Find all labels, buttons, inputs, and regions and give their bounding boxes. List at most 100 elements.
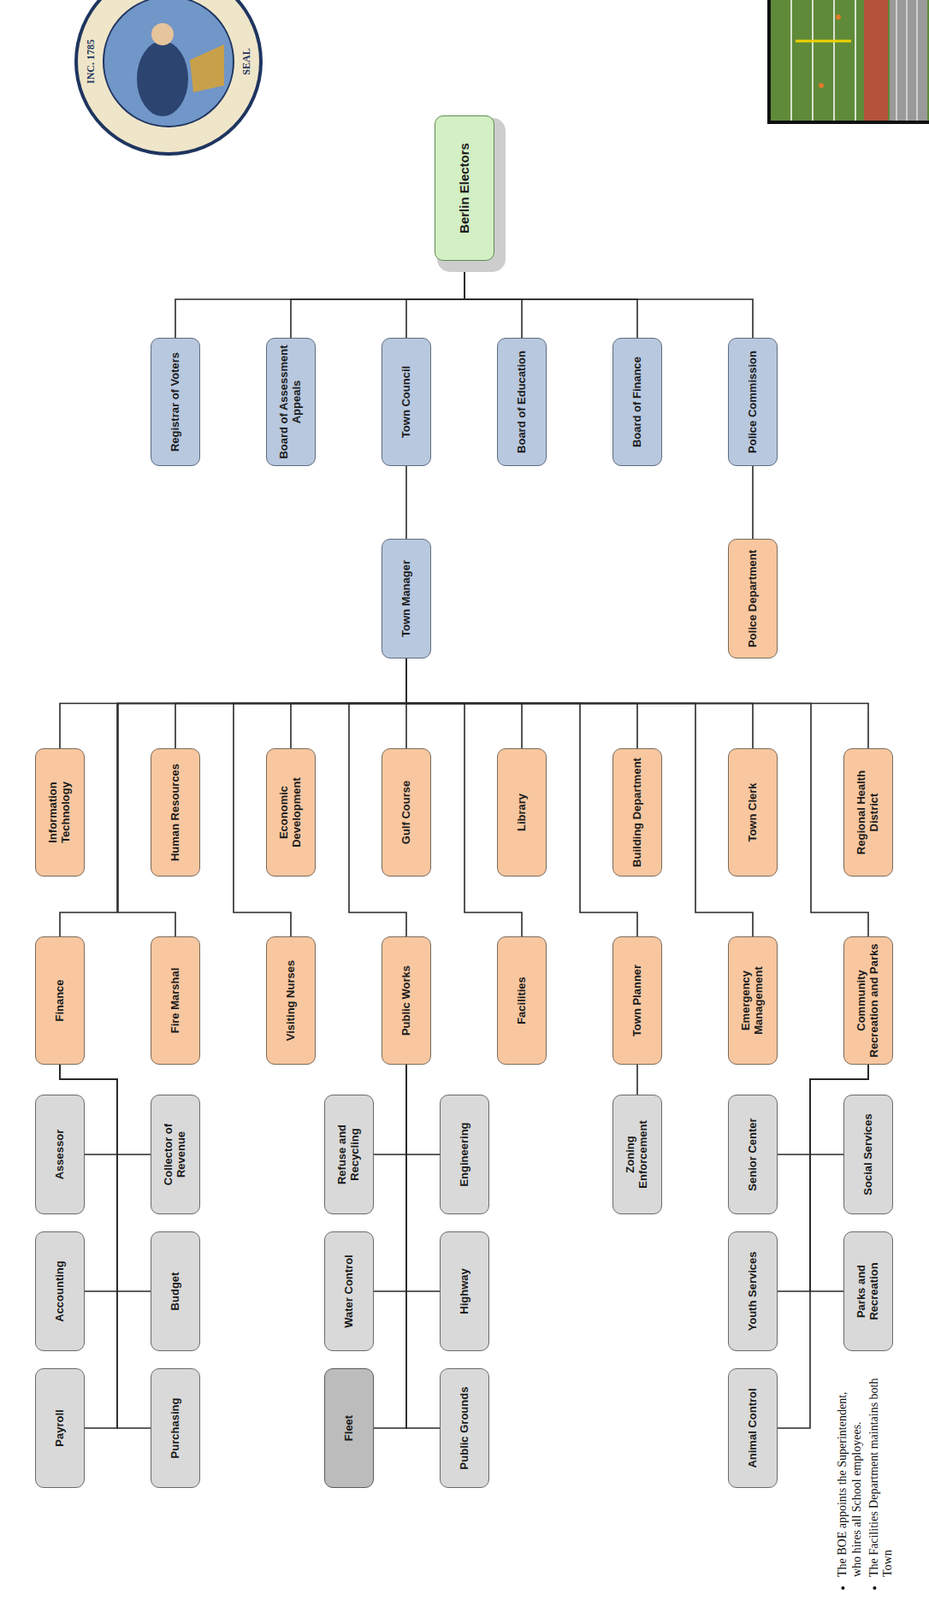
box-label: Emergency Management [739,943,766,1059]
org-connector [290,260,465,338]
org-box: Water Control [324,1231,374,1352]
box-label: Collector of Revenue [162,1101,189,1208]
seal-ring [77,0,260,153]
org-box: Visiting Nurses [266,936,316,1066]
seal-figure-head [151,23,174,46]
box-label: Human Resources [169,755,183,870]
org-connector [406,1065,440,1155]
org-box: Parks and Recreation [843,1231,894,1352]
org-box: Engineering [439,1094,490,1215]
org-box: Purchasing [150,1368,201,1489]
box-label: Facilities [515,943,529,1059]
box-label: Fleet [343,1375,356,1482]
org-box: Gulf Course [381,748,432,877]
box-label: Building Department [631,755,645,870]
photo-field-line [790,0,793,121]
org-box: Accounting [35,1231,85,1352]
stadium-photo [769,0,929,123]
box-label: Purchasing [169,1375,183,1482]
org-box: Animal Control [727,1368,778,1489]
seal-figure [136,41,189,117]
org-connector [464,260,753,338]
org-box: Police Commission [727,337,778,467]
org-box: Town Council [381,337,432,467]
photo-field-line [854,0,857,121]
photo-player [835,14,841,20]
org-connector [59,658,407,937]
box-label: Refuse and Recycling [336,1101,362,1208]
org-box: Building Department [612,748,663,877]
photo-track [863,0,888,121]
box-label: Town Council [400,344,414,460]
org-box: Assessor [35,1094,85,1215]
org-box: Town Clerk [727,748,778,877]
org-box: Highway [439,1231,490,1352]
box-label: Fire Marshal [169,943,183,1059]
org-connector [405,466,408,539]
box-label: Payroll [53,1375,67,1482]
org-connector [175,260,465,338]
org-box: Community Recreation and Parks [843,936,894,1066]
photo-stand-row [916,0,918,121]
org-connector [406,658,869,937]
box-label: Library [515,755,529,870]
org-box: Facilities [497,936,547,1066]
box-label: Registrar of Voters [169,344,183,460]
box-label: Zoning Enforcement [624,1101,651,1208]
seal-rim [74,0,263,156]
box-label: Visiting Nurses [284,943,298,1059]
seal-figure-detail [189,44,225,93]
org-connector [406,1065,440,1292]
org-box: Youth Services [727,1231,778,1352]
org-box: Fleet [324,1368,374,1489]
org-box: Emergency Management [727,936,778,1066]
box-label: Accounting [53,1238,67,1345]
org-connector [406,658,638,937]
box-label: Board of Education [515,344,529,460]
seal-text: SEAL [240,47,254,75]
org-box: Payroll [35,1368,85,1489]
photo-stand-row [905,0,908,121]
org-box: Fire Marshal [150,936,201,1066]
seal-text: INC. 1785 [84,39,98,84]
org-box: Senior Center [727,1094,778,1215]
note-text: The BOE appoints the Superintendent, who… [835,1368,865,1578]
org-connector [406,1065,440,1429]
box-label: Community Recreation and Parks [855,943,882,1059]
org-box: Refuse and Recycling [324,1094,374,1215]
photo-stand-row [895,0,898,121]
box-label: Public Works [400,943,414,1059]
box-label: Town Clerk [746,755,760,870]
box-label: Police Department [746,545,760,652]
photo-player [818,82,824,89]
photo-goal-post [795,40,852,43]
org-box: Board of Assessment Appeals [266,337,316,467]
org-box: Human Resources [150,748,201,877]
org-box: Budget [150,1231,201,1352]
org-box: Town Manager [381,538,432,659]
box-label: Board of Assessment Appeals [278,344,304,460]
org-connector [406,260,465,338]
box-label: Information Technology [47,755,73,870]
box-label: Social Services [862,1101,876,1208]
box-label: Board of Finance [631,344,645,460]
box-label: Senior Center [746,1101,760,1208]
photo-stands [889,0,928,121]
photo-field-line [811,0,814,121]
box-label: Regional Health District [855,755,882,870]
box-label: Animal Control [746,1375,760,1482]
box-label: Gulf Course [400,755,414,870]
org-box: Board of Finance [612,337,663,467]
org-connector [406,658,753,937]
box-label: Public Grounds [458,1375,472,1482]
org-box: Regional Health District [843,748,894,877]
org-box: Finance [35,936,85,1066]
org-box: Town Planner [612,936,663,1066]
org-box: Public Grounds [439,1368,490,1489]
photo-field-line [833,0,835,121]
box-label: Town Manager [400,545,414,652]
box-label: Police Commission [746,344,760,460]
town-seal [74,0,263,156]
org-box: Registrar of Voters [150,337,201,467]
box-label: Water Control [343,1238,356,1345]
